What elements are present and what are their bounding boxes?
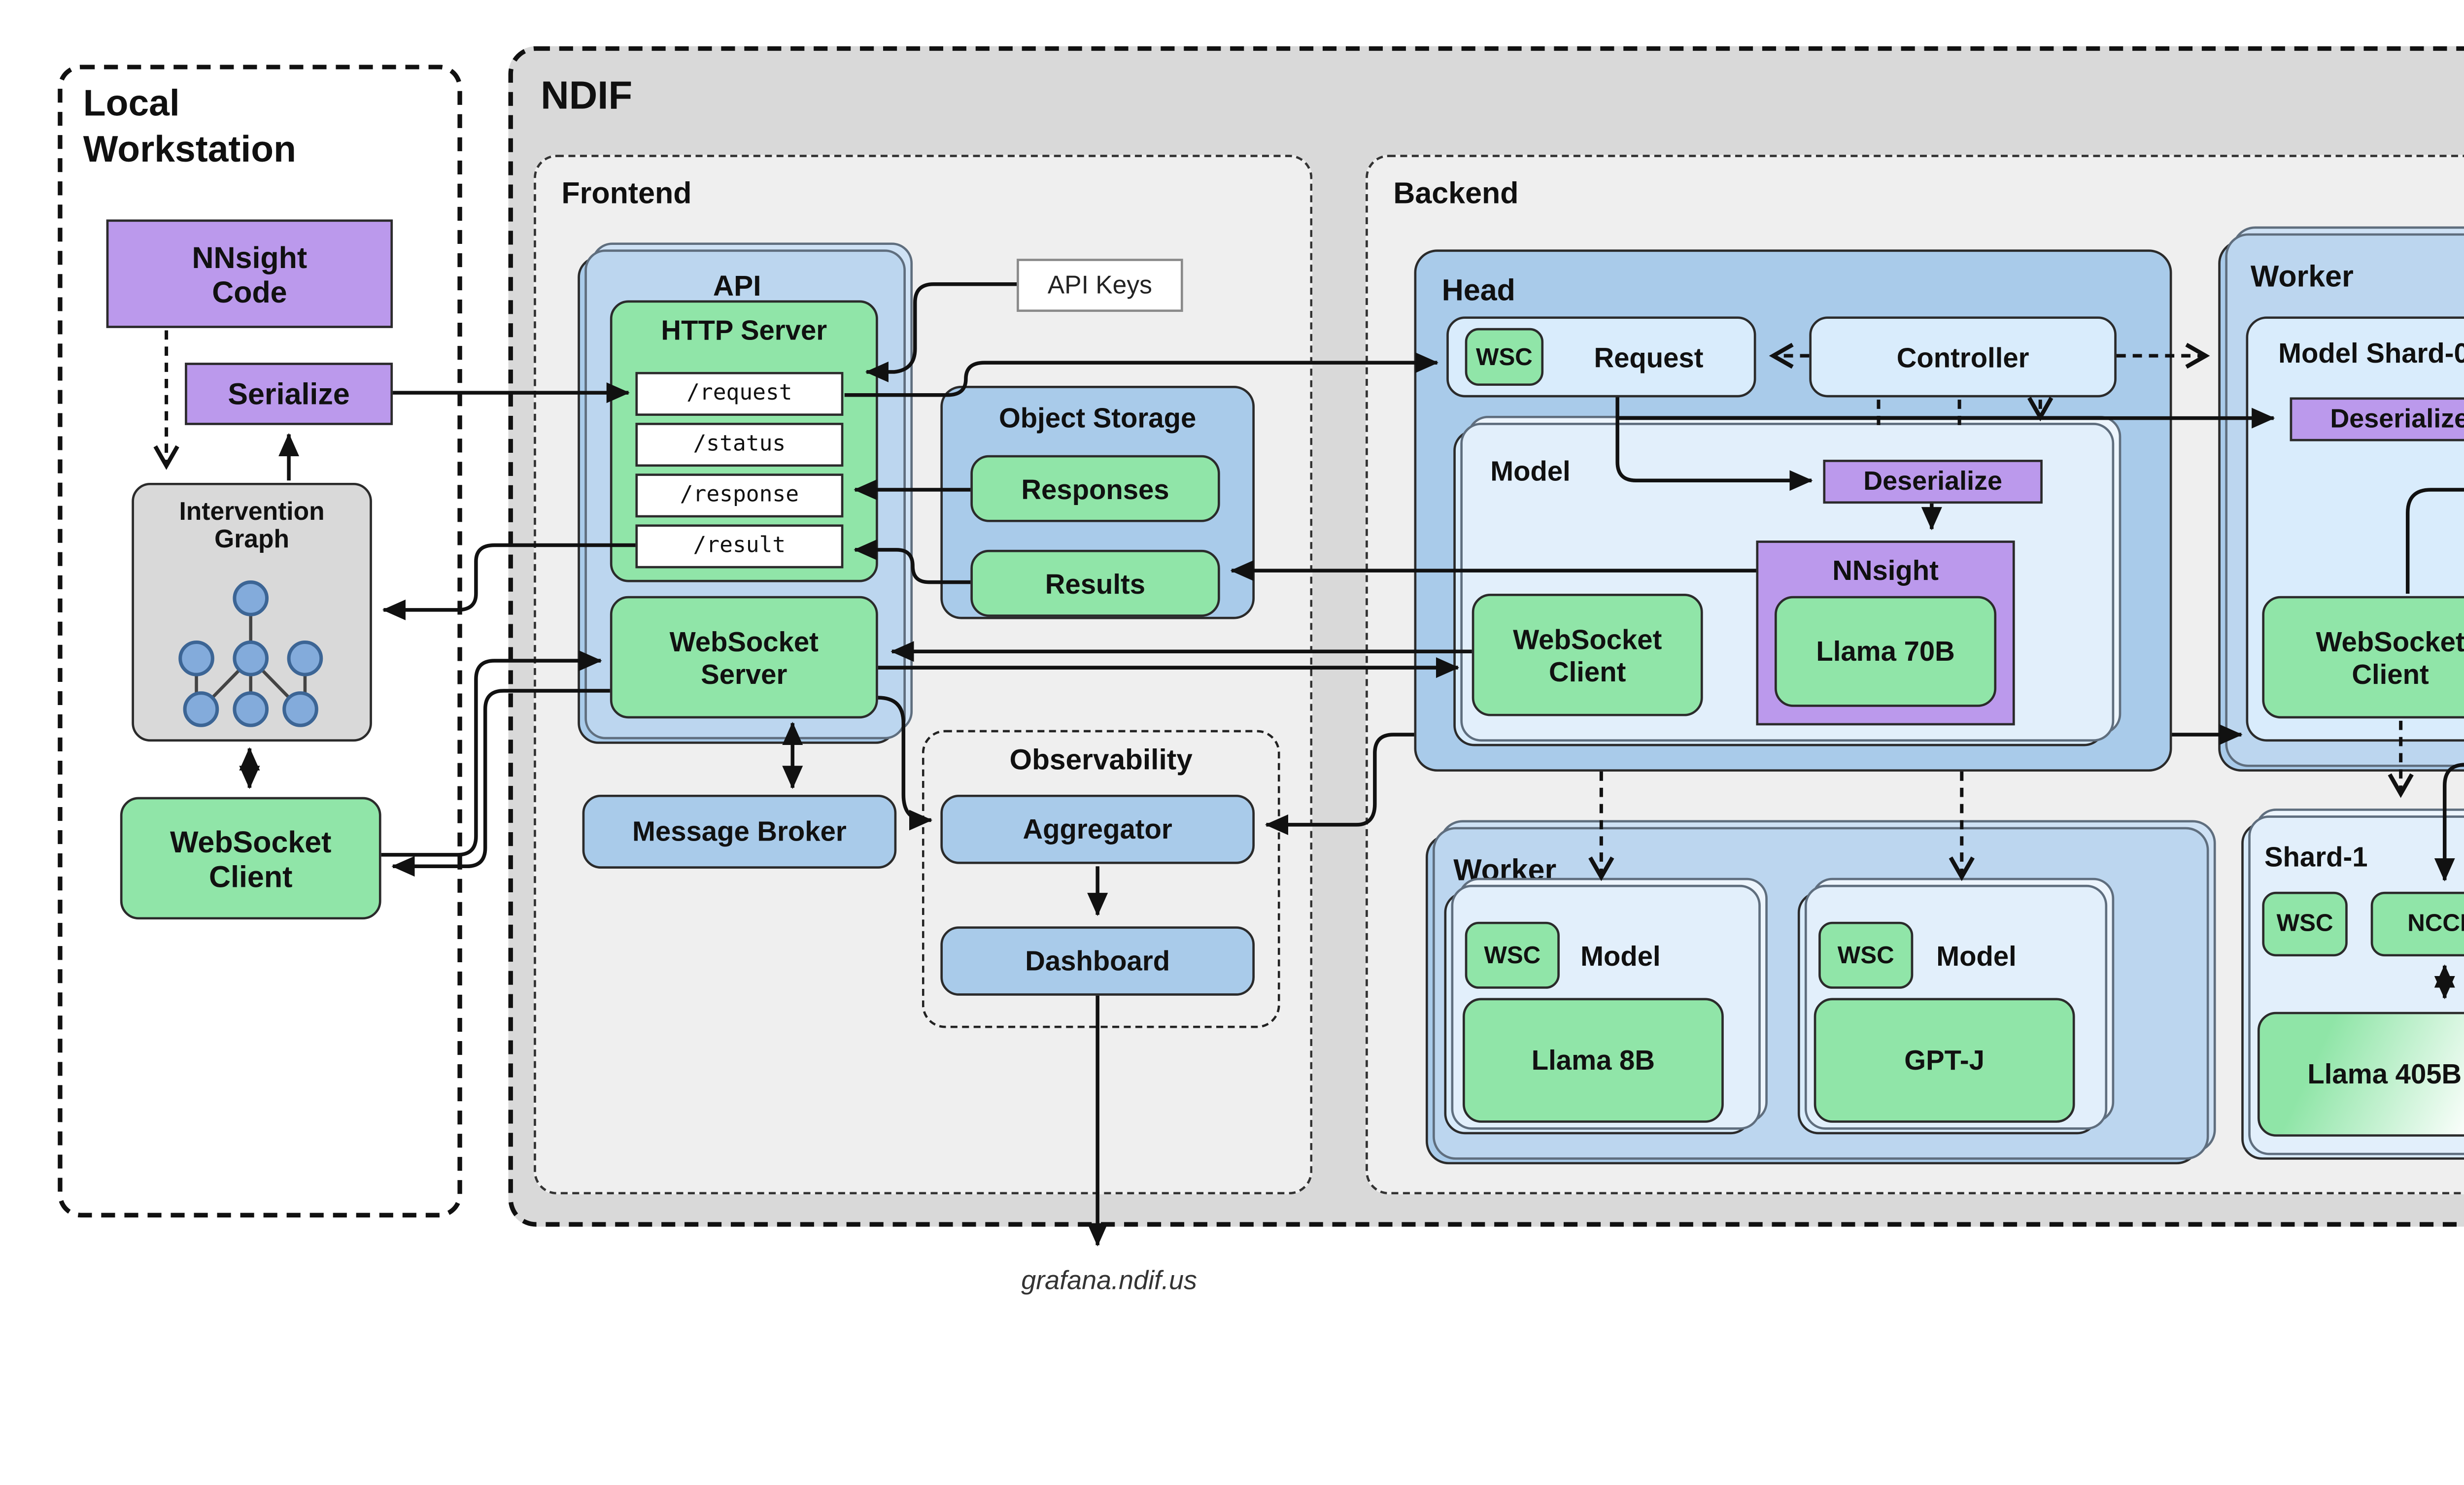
head-nnsight-title: NNsight bbox=[1832, 554, 1939, 587]
intervention-graph-label: Intervention Graph bbox=[179, 499, 325, 555]
request-label: Request bbox=[1594, 340, 1704, 373]
websocket-server-label: WebSocket Server bbox=[669, 625, 819, 690]
shard1-wsc-badge: WSC bbox=[2262, 891, 2348, 957]
endpoint-status-label: /status bbox=[693, 432, 786, 458]
websocket-server-box: WebSocket Server bbox=[610, 596, 878, 719]
results-label: Results bbox=[1045, 567, 1146, 600]
observability-title: Observability bbox=[1009, 743, 1193, 776]
head-title: Head bbox=[1441, 272, 1515, 307]
endpoint-status: /status bbox=[635, 423, 844, 467]
aggregator-box: Aggregator bbox=[940, 794, 1255, 864]
nnsight-code-label: NNsight Code bbox=[192, 239, 308, 308]
llama-70b-label: Llama 70B bbox=[1816, 635, 1955, 668]
observability-panel bbox=[922, 730, 1280, 1028]
message-broker-box: Message Broker bbox=[582, 794, 897, 869]
websocket-client-head-box: WebSocket Client bbox=[1472, 594, 1703, 716]
nnsight-code-box: NNsight Code bbox=[106, 219, 393, 328]
dashboard-label: Dashboard bbox=[1025, 945, 1170, 978]
endpoint-response-label: /response bbox=[680, 482, 799, 508]
llama-405b-shard1-box: Llama 405B bbox=[2257, 1012, 2464, 1137]
message-broker-label: Message Broker bbox=[632, 815, 847, 848]
head-deserialize-label: Deserialize bbox=[1863, 468, 2003, 496]
model-a-wsc-badge: WSC bbox=[1465, 921, 1560, 989]
backend-title: Backend bbox=[1393, 175, 1519, 210]
websocket-client-local-label: WebSocket Client bbox=[170, 823, 332, 893]
frontend-title: Frontend bbox=[561, 175, 692, 210]
intervention-graph-box: Intervention Graph bbox=[132, 482, 372, 742]
grafana-url: grafana.ndif.us bbox=[1021, 1268, 1198, 1296]
worker-sharded-title: Worker bbox=[2250, 259, 2354, 294]
llama-405b-shard1-label: Llama 405B bbox=[2307, 1058, 2462, 1091]
aggregator-label: Aggregator bbox=[1023, 813, 1172, 846]
responses-box: Responses bbox=[970, 455, 1220, 522]
llama-70b-box: Llama 70B bbox=[1774, 596, 1997, 707]
endpoint-result: /result bbox=[635, 524, 844, 569]
http-server-title: HTTP Server bbox=[661, 314, 827, 347]
head-model-title: Model bbox=[1490, 455, 1571, 488]
controller-label: Controller bbox=[1896, 340, 2029, 373]
model-b-title: Model bbox=[1936, 940, 2017, 973]
shard1-title: Shard-1 bbox=[2264, 841, 2368, 874]
model-b-wsc-badge: WSC bbox=[1818, 921, 1914, 989]
results-box: Results bbox=[970, 549, 1220, 617]
gpt-j-label: GPT-J bbox=[1904, 1044, 1985, 1077]
responses-label: Responses bbox=[1021, 472, 1169, 505]
websocket-client-worker-label: WebSocket Client bbox=[2316, 625, 2464, 690]
endpoint-request-label: /request bbox=[686, 381, 792, 407]
model-shard0-title: Model Shard-0 bbox=[2278, 337, 2464, 370]
websocket-client-worker-box: WebSocket Client bbox=[2262, 596, 2464, 719]
dashboard-box: Dashboard bbox=[940, 926, 1255, 996]
serialize-box: Serialize bbox=[185, 363, 393, 425]
shard0-deserialize-box: Deserialize bbox=[2290, 397, 2464, 441]
wsc-request-box: WSC Request bbox=[1446, 316, 1756, 398]
llama-8b-label: Llama 8B bbox=[1531, 1044, 1655, 1077]
wsc-badge-head: WSC bbox=[1465, 328, 1544, 386]
websocket-client-head-label: WebSocket Client bbox=[1513, 622, 1662, 687]
head-deserialize-box: Deserialize bbox=[1823, 460, 2043, 504]
llama-8b-box: Llama 8B bbox=[1463, 998, 1724, 1123]
shard0-deserialize-label: Deserialize bbox=[2330, 405, 2464, 434]
object-storage-title: Object Storage bbox=[999, 402, 1197, 435]
api-title: API bbox=[713, 270, 761, 303]
local-workstation-title: Local Workstation bbox=[83, 85, 296, 171]
gpt-j-box: GPT-J bbox=[1814, 998, 2075, 1123]
api-keys-label: API Keys bbox=[1047, 271, 1152, 300]
endpoint-response: /response bbox=[635, 473, 844, 518]
ndif-title: NDIF bbox=[541, 74, 633, 118]
endpoint-result-label: /result bbox=[693, 534, 786, 559]
serialize-label: Serialize bbox=[228, 376, 350, 411]
controller-box: Controller bbox=[1809, 316, 2117, 398]
websocket-client-local-box: WebSocket Client bbox=[120, 797, 381, 920]
endpoint-request: /request bbox=[635, 371, 844, 416]
model-a-title: Model bbox=[1580, 940, 1661, 973]
api-keys-tag: API Keys bbox=[1017, 259, 1183, 312]
